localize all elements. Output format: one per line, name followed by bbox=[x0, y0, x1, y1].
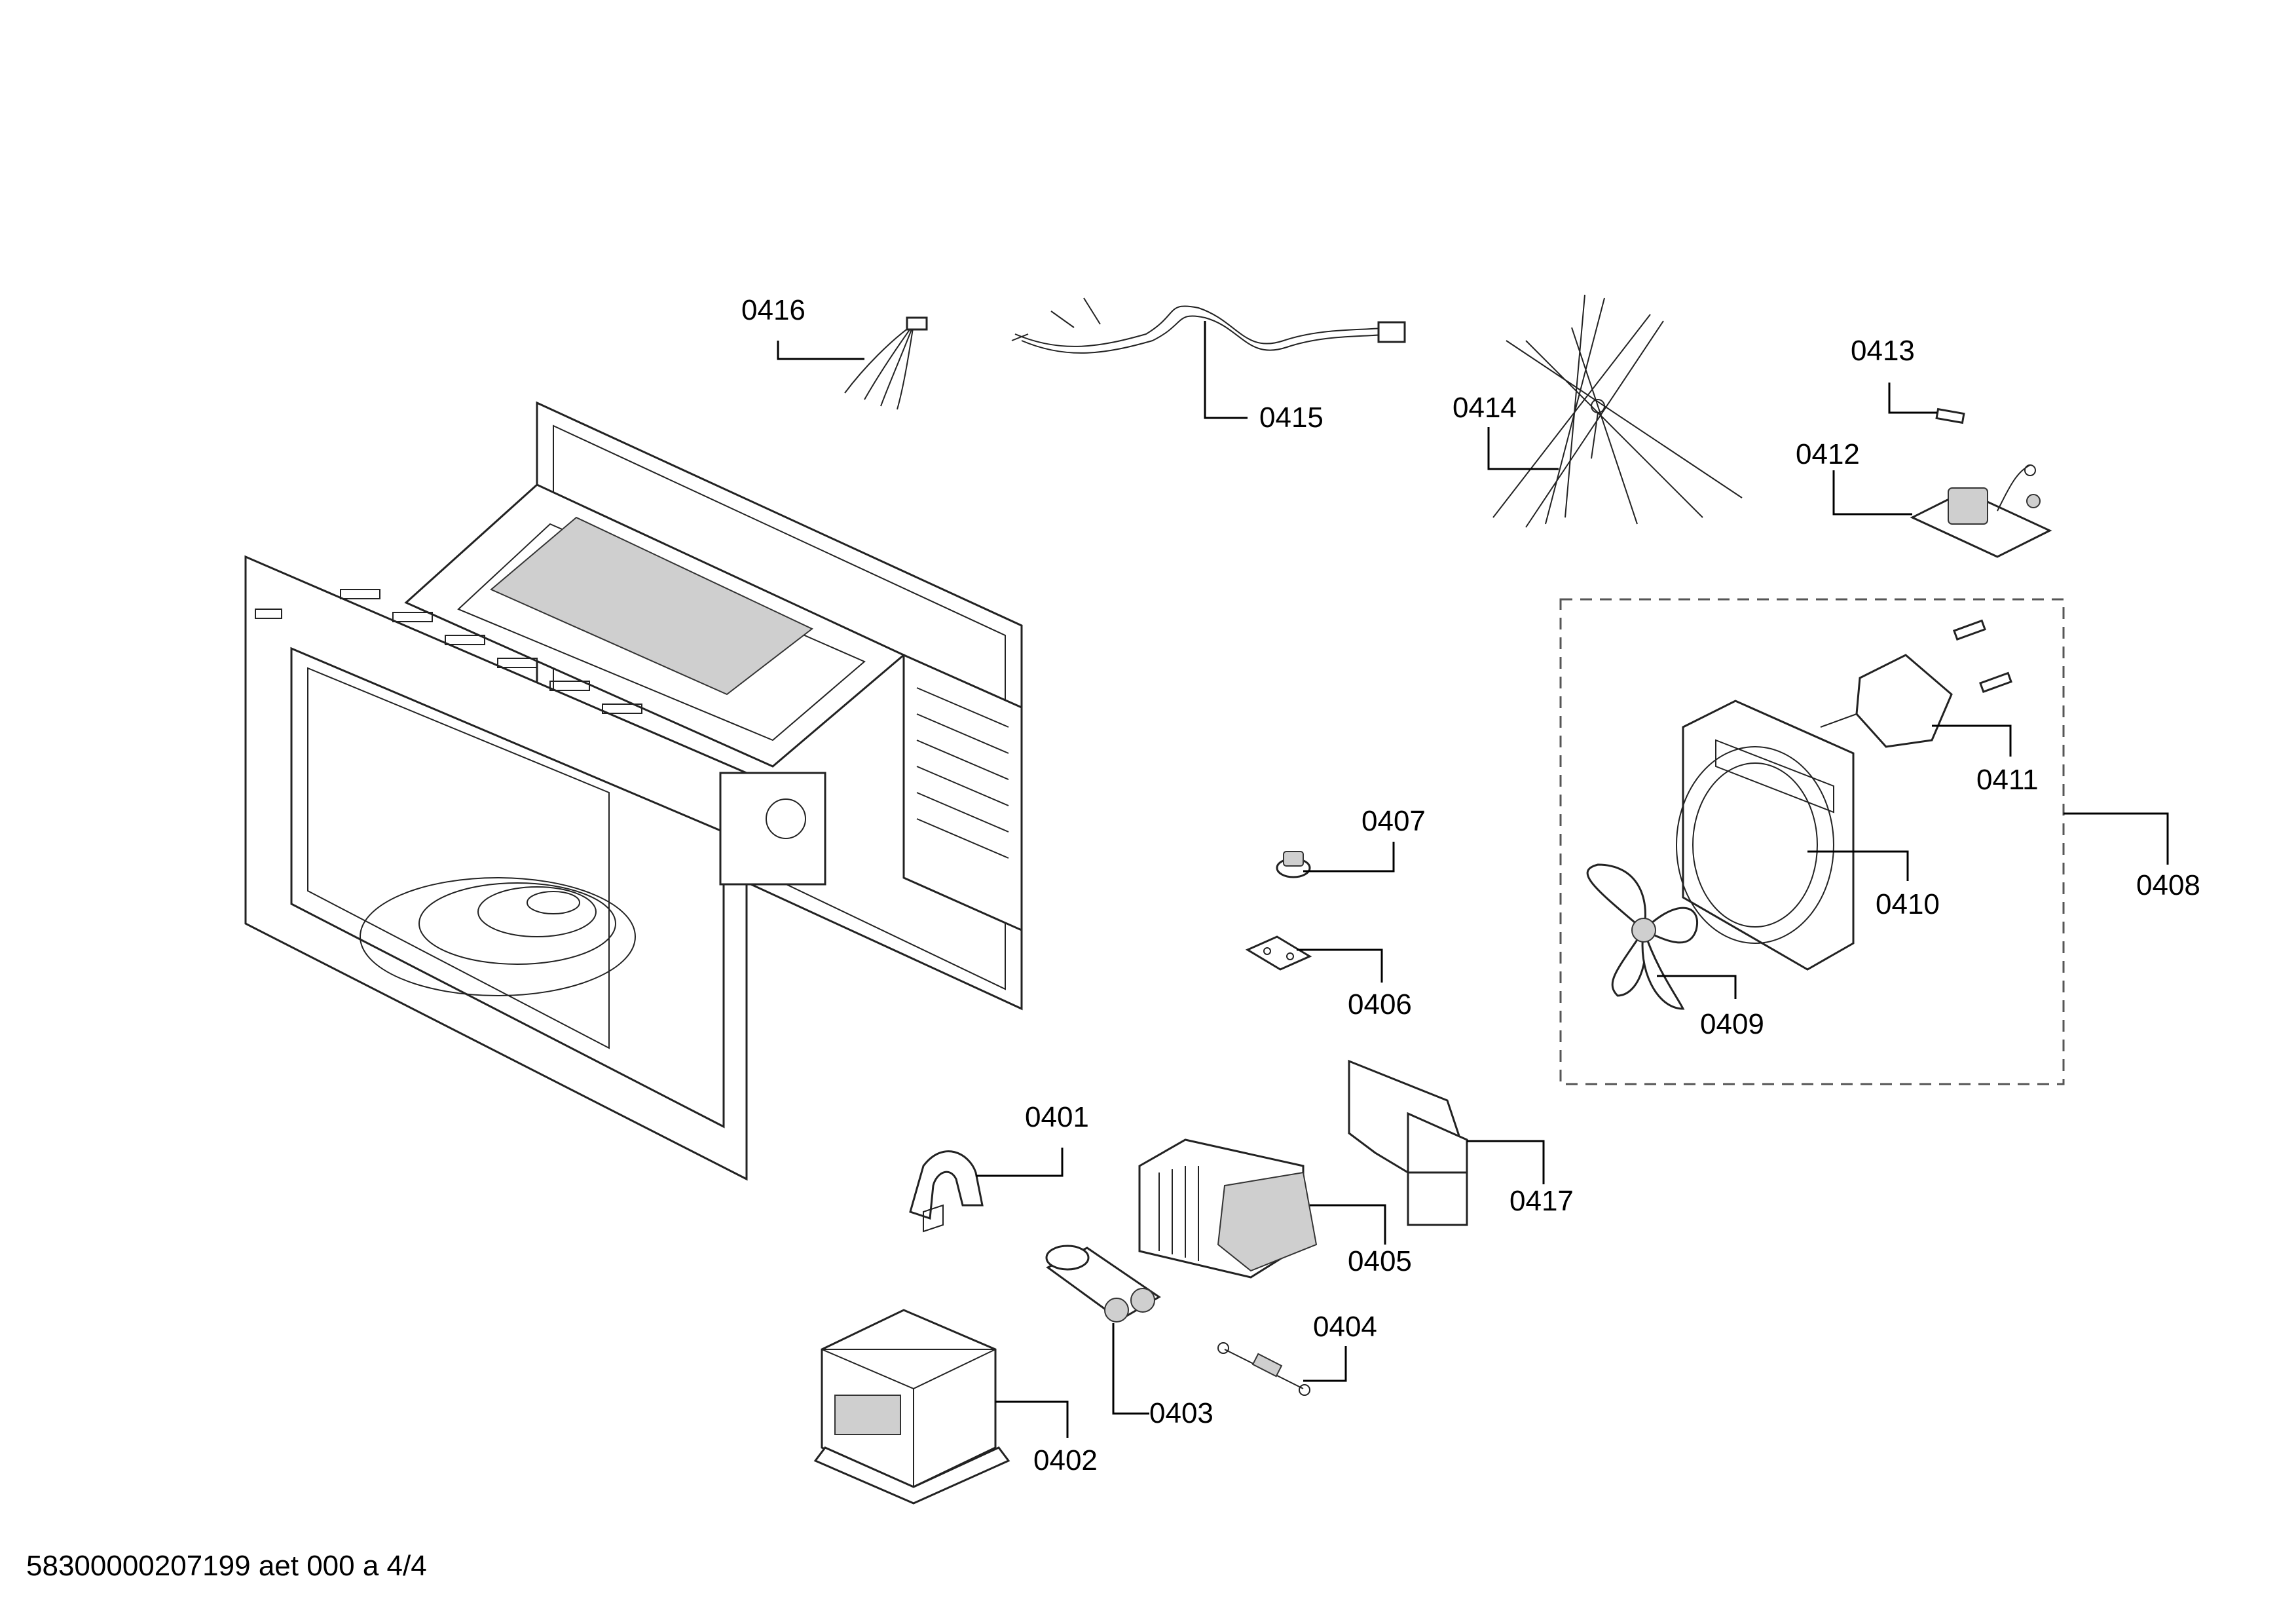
label-0403: 0403 bbox=[1149, 1397, 1213, 1429]
label-0405: 0405 bbox=[1348, 1245, 1412, 1277]
label-0411: 0411 bbox=[1976, 764, 2039, 796]
part-0405-magnetron bbox=[1138, 1138, 1318, 1279]
label-0412: 0412 bbox=[1796, 438, 1860, 470]
leader-0417 bbox=[1467, 1140, 1545, 1184]
leader-0408 bbox=[2064, 812, 2169, 865]
part-0403-capacitor bbox=[1045, 1245, 1161, 1323]
part-0407-thermostat bbox=[1276, 851, 1311, 878]
leader-0409 bbox=[1657, 975, 1737, 999]
leader-0414 bbox=[1487, 427, 1559, 470]
label-0401: 0401 bbox=[1025, 1101, 1089, 1133]
part-0408-fan-assembly-box bbox=[1559, 598, 2065, 1085]
leader-0416 bbox=[777, 341, 864, 360]
part-0410-fan-housing bbox=[1676, 700, 1855, 971]
part-0409-fan-blade bbox=[1586, 863, 1698, 1010]
label-0402: 0402 bbox=[1033, 1444, 1098, 1476]
label-0407: 0407 bbox=[1361, 805, 1426, 837]
label-0410: 0410 bbox=[1876, 888, 1940, 920]
part-0413-screw bbox=[1935, 407, 1965, 424]
label-0415: 0415 bbox=[1259, 402, 1324, 434]
label-0408: 0408 bbox=[2136, 869, 2200, 901]
leader-0405 bbox=[1310, 1204, 1386, 1245]
document-id: 58300000207199 aet 000 a 4/4 bbox=[26, 1550, 427, 1582]
leader-0401 bbox=[976, 1148, 1064, 1177]
label-0404: 0404 bbox=[1313, 1311, 1377, 1343]
part-0415-power-cord bbox=[1011, 297, 1406, 354]
leader-0415 bbox=[1204, 321, 1248, 419]
part-0414-wiring-loom bbox=[1492, 294, 1743, 528]
leader-0407 bbox=[1303, 842, 1395, 873]
leader-0403 bbox=[1112, 1323, 1149, 1415]
part-0417-air-guide bbox=[1348, 1059, 1468, 1226]
label-0406: 0406 bbox=[1348, 988, 1412, 1021]
leader-0402 bbox=[995, 1400, 1069, 1438]
leader-0410 bbox=[1807, 850, 1909, 881]
oven-housing bbox=[244, 401, 1023, 1181]
part-0412-filter-board bbox=[1910, 464, 2052, 558]
part-0416-wire-harness bbox=[844, 316, 928, 410]
label-0409: 0409 bbox=[1700, 1008, 1764, 1040]
label-0414: 0414 bbox=[1453, 392, 1517, 424]
part-0402-transformer bbox=[813, 1309, 1010, 1505]
leader-0411 bbox=[1932, 724, 2012, 757]
label-0416: 0416 bbox=[741, 294, 805, 326]
leader-0404 bbox=[1303, 1346, 1347, 1382]
label-0413: 0413 bbox=[1851, 335, 1915, 367]
part-0411-fan-motor bbox=[1820, 619, 2012, 748]
leader-0413 bbox=[1888, 383, 1937, 414]
label-0417: 0417 bbox=[1509, 1185, 1574, 1217]
part-0404-diode bbox=[1217, 1342, 1310, 1396]
leader-0412 bbox=[1832, 470, 1912, 516]
part-0401-mounting-bracket bbox=[909, 1150, 984, 1233]
leader-0406 bbox=[1297, 948, 1383, 983]
part-0406-bracket bbox=[1245, 935, 1312, 971]
